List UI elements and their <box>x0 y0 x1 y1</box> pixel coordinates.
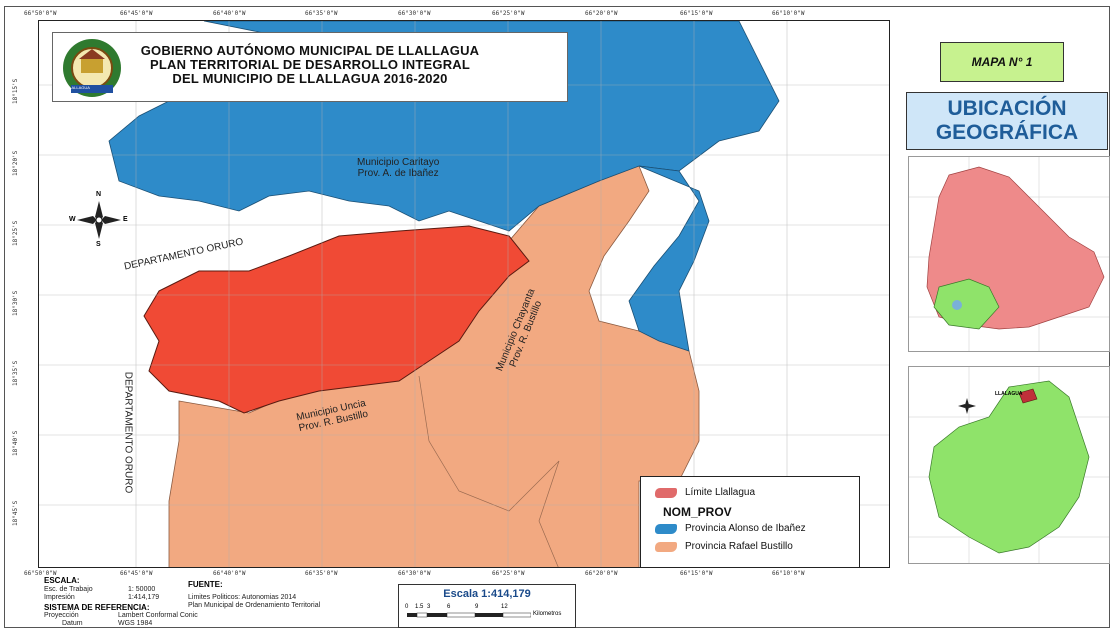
scale-bar <box>407 612 531 618</box>
tick-label: 66°40'0"W <box>213 570 246 577</box>
legend-row-bustillo: Provincia Rafael Bustillo <box>655 541 793 552</box>
fuente-line-2: Plan Municipal de Ordenamiento Territori… <box>188 602 321 609</box>
legend-swatch <box>655 523 677 534</box>
legend-swatch <box>655 487 677 498</box>
datum-value: WGS 1984 <box>118 620 153 627</box>
tick-label: 18°45'S <box>12 500 19 526</box>
tick-label: 66°50'0"W <box>24 10 57 17</box>
potosi-region <box>933 278 1000 330</box>
scale-tick: 6 <box>447 604 451 610</box>
inset-potosi-canvas <box>909 367 1109 563</box>
legend-label: Provincia Alonso de Ibañez <box>685 523 806 534</box>
escala-heading: ESCALA: <box>44 576 80 585</box>
tick-label: 66°15'0"W <box>680 10 713 17</box>
scale-tick: 0 <box>405 604 409 610</box>
region-llallagua <box>143 225 530 414</box>
inset-potosi-map[interactable]: LLALAGUA <box>908 366 1110 564</box>
label-depto-oruro-left: DEPARTAMENTO ORURO <box>122 371 134 494</box>
title-line-2: PLAN TERRITORIAL DE DESARROLLO INTEGRAL <box>149 57 471 72</box>
tick-label: 66°30'0"W <box>398 570 431 577</box>
label-caritayo: Municipio Caritayo Prov. A. de Ibañez <box>357 157 439 179</box>
ubicacion-heading: UBICACIÓN GEOGRÁFICA <box>906 92 1108 150</box>
esc-trabajo-label: Esc. de Trabajo <box>44 586 93 593</box>
tick-label: 18°15'S <box>12 78 19 104</box>
tick-label: 66°40'0"W <box>213 10 246 17</box>
scale-unit: Kilometros <box>533 611 562 617</box>
tick-label: 66°10'0"W <box>772 570 805 577</box>
fuente-heading: FUENTE: <box>188 580 223 589</box>
title-line-3: DEL MUNICIPIO DE LLALLAGUA 2016-2020 <box>172 71 448 86</box>
north-label-s: S <box>96 241 101 248</box>
logo-text: LLALLAGUA <box>67 85 90 90</box>
north-arrow-icon <box>77 201 121 239</box>
tick-label: 66°10'0"W <box>772 10 805 17</box>
north-label-w: W <box>69 216 76 223</box>
tick-label: 18°30'S <box>12 290 19 316</box>
tick-label: 66°15'0"W <box>680 570 713 577</box>
tick-label: 66°35'0"W <box>305 570 338 577</box>
scale-title: Escala 1:414,179 <box>443 588 531 600</box>
legend-label: Provincia Rafael Bustillo <box>685 541 793 552</box>
tick-label: 66°25'0"W <box>492 10 525 17</box>
tick-label: 18°20'S <box>12 150 19 176</box>
legend-swatch <box>655 541 677 552</box>
legend-heading: NOM_PROV <box>663 505 732 519</box>
impresion-value: 1:414,179 <box>128 594 160 601</box>
tick-label: 66°35'0"W <box>305 10 338 17</box>
region-alonso-ibanez-south <box>628 165 710 352</box>
inset-bolivia-canvas <box>909 157 1109 351</box>
scale-tick: 1.5 <box>415 604 424 610</box>
legend: Límite Llallagua NOM_PROV Provincia Alon… <box>640 476 860 568</box>
label-line: Prov. A. de Ibañez <box>357 168 439 179</box>
tick-label: 66°20'0"W <box>585 10 618 17</box>
scale-tick: 9 <box>475 604 479 610</box>
title-block: LLALLAGUA GOBIERNO AUTÓNOMO MUNICIPAL DE… <box>52 32 568 102</box>
map-number-badge: MAPA N° 1 <box>940 42 1064 82</box>
scale-box: Escala 1:414,179 0 1.5 3 6 9 12 Kilometr… <box>398 584 576 628</box>
potosi-shape <box>928 380 1090 554</box>
scale-tick: 3 <box>427 604 431 610</box>
legend-row-ibanez: Provincia Alonso de Ibañez <box>655 523 806 534</box>
north-label-n: N <box>96 191 102 198</box>
tick-label: 66°20'0"W <box>585 570 618 577</box>
label-line: Municipio Caritayo <box>357 157 440 168</box>
inset-north-arrow-icon <box>958 398 976 414</box>
proyeccion-value: Lambert Conformal Conic <box>118 612 198 619</box>
tick-label: 66°30'0"W <box>398 10 431 17</box>
legend-label: Límite Llallagua <box>685 487 756 498</box>
tick-label: 66°45'0"W <box>120 570 153 577</box>
tick-label: 18°25'S <box>12 220 19 246</box>
llallagua-highlight <box>1018 388 1038 404</box>
north-label-e: E <box>123 216 128 223</box>
tick-label: 66°50'0"W <box>24 570 57 577</box>
legend-row-limite: Límite Llallagua <box>655 487 755 498</box>
datum-label: Datum <box>62 620 83 627</box>
ubicacion-line: UBICACIÓN <box>947 97 1067 120</box>
sistema-heading: SISTEMA DE REFERENCIA: <box>44 603 150 612</box>
title-line-1: GOBIERNO AUTÓNOMO MUNICIPAL DE LLALLAGUA <box>140 43 480 58</box>
scale-tick: 12 <box>501 604 508 610</box>
inset-bolivia-map[interactable] <box>908 156 1110 352</box>
tick-label: 66°45'0"W <box>120 10 153 17</box>
impresion-label: Impresión <box>44 594 75 601</box>
inset-llallagua-label: LLALAGUA <box>995 391 1023 397</box>
proyeccion-label: Proyección <box>44 612 79 619</box>
ubicacion-line: GEOGRÁFICA <box>935 121 1079 144</box>
municipal-logo-icon <box>63 39 121 97</box>
esc-trabajo-value: 1: 50000 <box>128 586 156 593</box>
tick-label: 66°25'0"W <box>492 570 525 577</box>
tick-label: 18°35'S <box>12 360 19 386</box>
tick-label: 18°40'S <box>12 430 19 456</box>
fuente-line-1: Limites Politicos: Autonomias 2014 <box>188 594 297 601</box>
